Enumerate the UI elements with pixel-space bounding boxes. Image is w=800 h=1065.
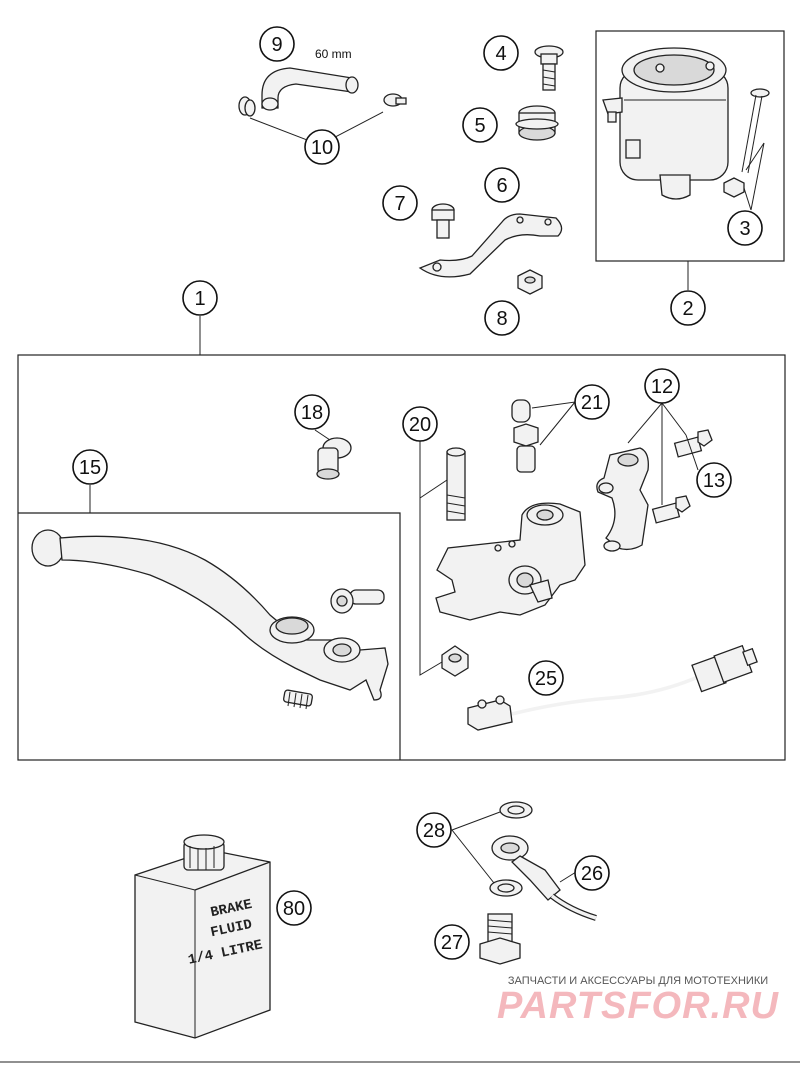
- brake-line-banjo: [491, 835, 597, 921]
- callout-28-text: 28: [423, 820, 445, 842]
- reservoir-bracket: [418, 213, 563, 278]
- lever-adjuster-pin: [330, 588, 385, 614]
- callout-26-text: 26: [581, 863, 603, 885]
- clamp-bolt-lower: [651, 495, 691, 524]
- callout-12: 12: [644, 368, 680, 404]
- callout-28: 28: [416, 812, 452, 848]
- callout-21-text: 21: [581, 392, 603, 414]
- callout-21: 21: [574, 384, 610, 420]
- callout-4-text: 4: [495, 43, 506, 65]
- reservoir-cap-screw: [534, 45, 564, 91]
- reservoir-frame: [595, 30, 785, 262]
- brake-lever: [31, 529, 389, 701]
- lever-spring: [282, 689, 314, 710]
- hose-length-label: 60 mm: [315, 47, 352, 61]
- callout-9-text: 9: [271, 34, 282, 56]
- callout-5-text: 5: [474, 115, 485, 137]
- sealing-washer-upper: [499, 801, 533, 819]
- brake-light-switch: [467, 644, 758, 731]
- callout-20-text: 20: [409, 414, 431, 436]
- watermark-tagline: ЗАПЧАСТИ И АКСЕССУАРЫ ДЛЯ МОТОТЕХНИКИ: [508, 975, 768, 987]
- callout-80: 80: [276, 890, 312, 926]
- callout-6-text: 6: [496, 175, 507, 197]
- callout-7-text: 7: [394, 193, 405, 215]
- callout-9: 9: [259, 26, 295, 62]
- brake-fluid-bottle: BRAKE FLUID 1/4 LITRE: [134, 834, 271, 1039]
- lever-pivot-stud: [446, 447, 466, 521]
- callout-3-text: 3: [739, 218, 750, 240]
- callout-20: 20: [402, 406, 438, 442]
- callout-1-text: 1: [194, 288, 205, 310]
- bleeder-cap: [511, 399, 531, 423]
- callout-12-text: 12: [651, 376, 673, 398]
- master-cylinder-frame: [17, 354, 786, 761]
- callout-5: 5: [462, 107, 498, 143]
- callout-13: 13: [696, 462, 732, 498]
- watermark-logo: PARTSFOR.RU: [497, 985, 779, 1027]
- callout-13-text: 13: [703, 470, 725, 492]
- hose-clamp-left: [238, 96, 256, 117]
- callout-25: 25: [528, 660, 564, 696]
- handlebar-clamp: [596, 447, 649, 552]
- master-cylinder-body: [435, 502, 586, 621]
- callout-1: 1: [182, 280, 218, 316]
- callout-15: 15: [72, 449, 108, 485]
- callout-8-text: 8: [496, 308, 507, 330]
- leader-3: [745, 142, 765, 171]
- callout-26: 26: [574, 855, 610, 891]
- callout-10: 10: [304, 129, 340, 165]
- bracket-nut: [517, 269, 543, 295]
- bleeder-valve: [513, 423, 539, 473]
- callout-18: 18: [294, 394, 330, 430]
- hose-part: [261, 67, 359, 111]
- callout-25-text: 25: [535, 668, 557, 690]
- clamp-bolt-upper: [673, 429, 713, 458]
- callout-2: 2: [670, 290, 706, 326]
- hose-clamp-right: [383, 93, 407, 107]
- callout-3: 3: [727, 210, 763, 246]
- sealing-washer-lower: [489, 879, 523, 897]
- callout-15-text: 15: [79, 457, 101, 479]
- leader-28: [451, 811, 501, 884]
- banjo-bolt: [479, 913, 521, 965]
- leader-20: [419, 432, 443, 676]
- reservoir-long-screw: [723, 88, 770, 198]
- lever-subframe: [18, 512, 401, 760]
- callout-18-text: 18: [301, 402, 323, 424]
- callout-27: 27: [434, 924, 470, 960]
- callout-80-text: 80: [283, 898, 305, 920]
- callout-27-text: 27: [441, 932, 463, 954]
- callout-2-text: 2: [682, 298, 693, 320]
- callout-6: 6: [484, 167, 520, 203]
- lever-pivot-cap: [316, 437, 352, 480]
- callout-10-text: 10: [311, 137, 333, 159]
- bracket-bolt: [431, 203, 455, 239]
- callout-4: 4: [483, 35, 519, 71]
- callout-7: 7: [382, 185, 418, 221]
- brake-fluid-reservoir: [602, 47, 729, 200]
- callout-8: 8: [484, 300, 520, 336]
- rubber-bushing: [515, 105, 559, 141]
- lever-pivot-nut: [441, 645, 469, 677]
